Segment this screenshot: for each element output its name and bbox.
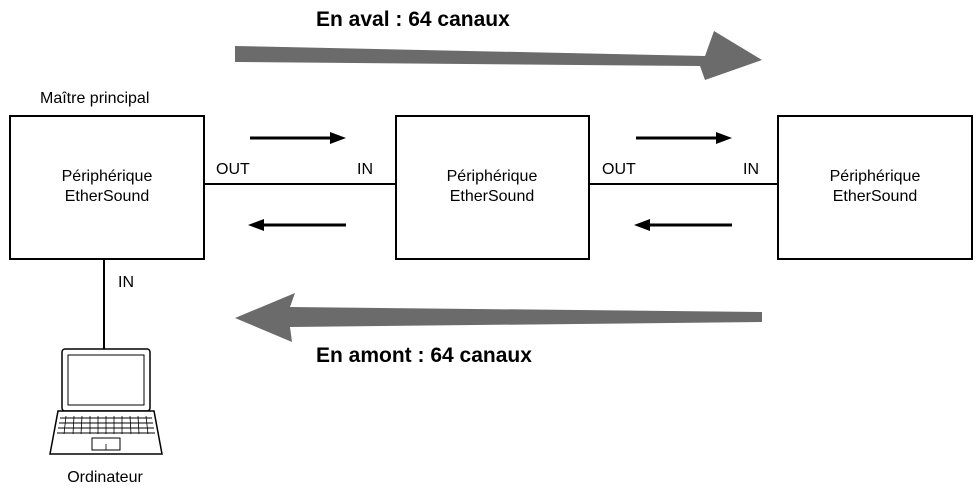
link1-return-arrowhead xyxy=(248,219,264,231)
laptop-icon xyxy=(49,348,163,455)
port-out-label-2: OUT xyxy=(602,161,636,178)
port-out-label-1: OUT xyxy=(216,161,250,178)
link2-forward-arrowhead xyxy=(716,132,732,144)
device-label-right-line1: Périphérique xyxy=(830,168,921,185)
port-in-label-2: IN xyxy=(743,161,759,178)
computer-port-label: IN xyxy=(118,274,134,291)
port-in-label-1: IN xyxy=(357,161,373,178)
device-box-middle xyxy=(395,115,590,260)
device-label-master-line2: EtherSound xyxy=(65,188,150,205)
downstream-flow-label: En aval : 64 canaux xyxy=(316,8,510,31)
downstream-flow-arrow xyxy=(235,31,762,80)
upstream-flow-arrow xyxy=(235,293,762,342)
device-box-master xyxy=(9,115,205,260)
device-label-middle-line2: EtherSound xyxy=(450,188,535,205)
link1-forward-arrowhead xyxy=(330,132,346,144)
device-label-master-line1: Périphérique xyxy=(62,168,153,185)
upstream-flow-label: En amont : 64 canaux xyxy=(316,344,532,367)
device-box-right xyxy=(777,115,973,260)
master-caption: Maître principal xyxy=(40,90,149,107)
link2-return-arrowhead xyxy=(634,219,650,231)
computer-caption: Ordinateur xyxy=(67,469,143,486)
device-label-right-line2: EtherSound xyxy=(833,188,918,205)
device-label-middle-line1: Périphérique xyxy=(447,168,538,185)
